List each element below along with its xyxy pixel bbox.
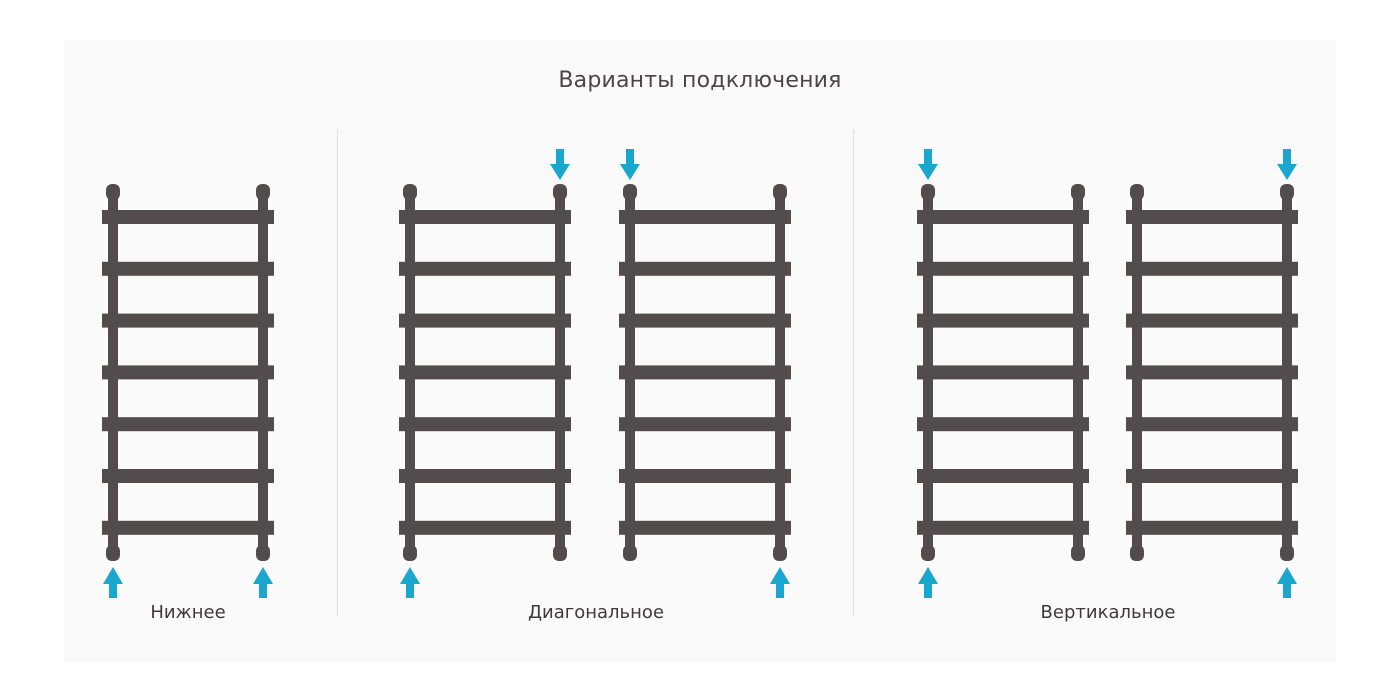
radiator-rung <box>619 313 791 328</box>
pipe-cap <box>921 545 935 561</box>
radiator-rung <box>102 469 274 483</box>
radiator-rung <box>917 365 1089 380</box>
radiator-rung <box>1126 210 1298 224</box>
radiator-rung <box>399 469 571 483</box>
radiator <box>917 186 1089 560</box>
radiator-rung <box>619 469 791 483</box>
arrow-up-icon <box>103 567 123 598</box>
pipe-cap <box>1280 184 1294 200</box>
radiator-rung <box>102 417 274 432</box>
radiator-rung <box>917 417 1089 432</box>
pipe-cap <box>921 184 935 200</box>
arrow-up-icon <box>253 567 273 598</box>
radiator-rung <box>917 210 1089 224</box>
radiator-rung <box>399 520 571 535</box>
group-label-vertical: Вертикальное <box>1040 602 1176 623</box>
pipe-cap <box>256 184 270 200</box>
pipe-cap <box>623 184 637 200</box>
pipe-cap <box>1130 545 1144 561</box>
pipe-cap <box>403 184 417 200</box>
arrow-down-icon <box>918 149 938 180</box>
group-label-diagonal: Диагональное <box>527 602 665 623</box>
radiator-rung <box>399 417 571 432</box>
group-separator <box>853 130 854 615</box>
radiator-rung <box>102 210 274 224</box>
diagram-title: Варианты подключения <box>558 68 842 93</box>
radiator-rung <box>1126 469 1298 483</box>
pipe-cap <box>1071 545 1085 561</box>
arrow-up-icon <box>770 567 790 598</box>
radiator <box>1126 186 1298 560</box>
radiator-rung <box>917 261 1089 276</box>
group-label-bottom: Нижнее <box>150 602 226 623</box>
background-panel <box>64 40 1336 662</box>
pipe-cap <box>106 184 120 200</box>
pipe-cap <box>553 545 567 561</box>
pipe-cap <box>553 184 567 200</box>
radiator-rung <box>1126 313 1298 328</box>
radiator-rung <box>399 365 571 380</box>
radiator-rung <box>1126 261 1298 276</box>
arrow-up-icon <box>1277 567 1297 598</box>
radiator-rung <box>102 520 274 535</box>
radiator-rung <box>102 365 274 380</box>
pipe-cap <box>1071 184 1085 200</box>
radiator-rung <box>619 210 791 224</box>
pipe-cap <box>106 545 120 561</box>
radiator-rung <box>102 313 274 328</box>
arrow-down-icon <box>1277 149 1297 180</box>
arrow-up-icon <box>400 567 420 598</box>
radiator-rung <box>1126 365 1298 380</box>
arrow-up-icon <box>918 567 938 598</box>
group-separator <box>337 130 338 615</box>
radiator-rung <box>917 520 1089 535</box>
pipe-cap <box>1130 184 1144 200</box>
arrow-down-icon <box>550 149 570 180</box>
radiator-rung <box>917 469 1089 483</box>
radiator-rung <box>917 313 1089 328</box>
radiator-rung <box>102 261 274 276</box>
radiator-rung <box>399 261 571 276</box>
pipe-cap <box>1280 545 1294 561</box>
pipe-cap <box>403 545 417 561</box>
radiator-rung <box>619 520 791 535</box>
radiator <box>102 186 274 560</box>
pipe-cap <box>773 184 787 200</box>
radiator-rung <box>399 210 571 224</box>
radiator <box>619 186 791 560</box>
pipe-cap <box>256 545 270 561</box>
pipe-cap <box>773 545 787 561</box>
radiator-rung <box>1126 520 1298 535</box>
radiator-rung <box>619 365 791 380</box>
arrow-down-icon <box>620 149 640 180</box>
radiator-rung <box>1126 417 1298 432</box>
radiator-rung <box>619 261 791 276</box>
pipe-cap <box>623 545 637 561</box>
radiator-rung <box>399 313 571 328</box>
radiator <box>399 186 571 560</box>
radiator-rung <box>619 417 791 432</box>
